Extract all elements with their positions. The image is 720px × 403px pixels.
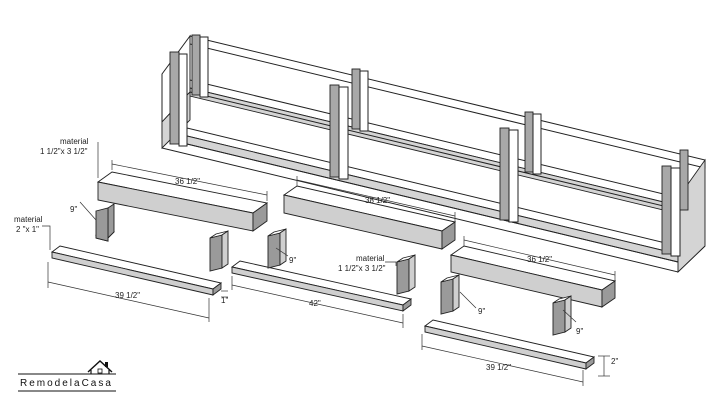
block-9-6 [552,295,572,336]
board-36-half-left [96,171,269,232]
slat-39-half-right [423,319,596,370]
logo: RemodelaCasa [18,360,116,392]
house-icon [87,360,113,374]
assembled-frame [161,34,706,274]
block-9-3 [267,228,287,269]
slat-39-half-left [50,245,223,296]
dimension-label-39-half-right: 39 1/2" [486,363,511,372]
dimension-label-1: 1" [221,296,228,305]
dimension-label-38-half: 38 1/2" [365,196,390,205]
dimension-label-36-half-left: 36 1/2" [175,177,200,186]
material-label-mid-line1: material [356,254,385,263]
material-label-mid-line2: 1 1/2"x 3 1/2" [338,264,386,273]
dimension-lines [42,142,616,386]
board-38-half [282,185,457,250]
frame-post-left-back [191,34,209,98]
dimension-label-36-half-right: 36 1/2" [527,255,552,264]
frame-post-right [661,149,689,257]
dimension-label-42: 42" [309,299,321,308]
block-9-1 [95,203,115,242]
material-label-top-left-line1: material [60,137,89,146]
dimension-label-9-left: 9" [70,205,77,214]
block-9-5 [440,274,460,315]
dimension-label-9-right-1: 9" [478,307,485,316]
slat-42 [230,260,413,312]
material-label-top-left-line2: 1 1/2"x 3 1/2" [40,147,88,156]
frame-post-divider-1 [329,68,369,180]
logo-text: RemodelaCasa [20,378,113,389]
material-label-left-line1: material [14,215,43,224]
block-9-4 [396,254,416,295]
frame-post-divider-2 [499,111,542,223]
material-label-left-line2: 2 "x 1" [16,225,39,234]
frame-post-left-front [169,51,188,147]
dimension-label-2: 2" [611,357,618,366]
dimension-label-9-mid: 9" [289,256,296,265]
dimension-label-39-half-left: 39 1/2" [115,291,140,300]
board-36-half-right [449,245,617,308]
block-9-2 [209,230,229,272]
dimension-label-9-right-2: 9" [576,327,583,336]
